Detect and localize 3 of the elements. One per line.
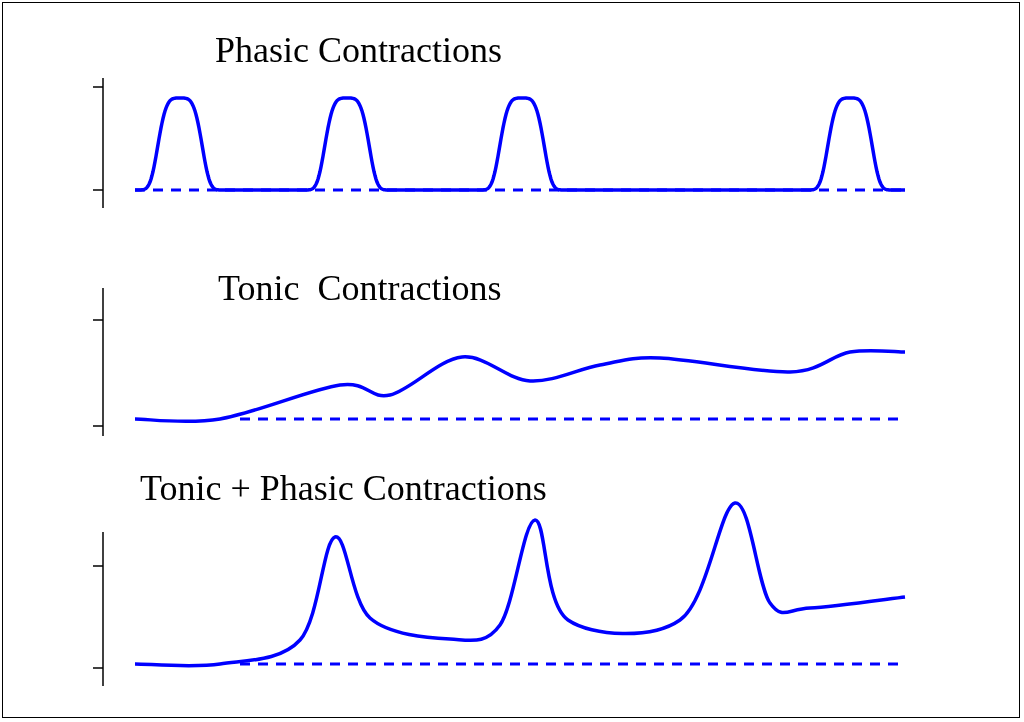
panel-title: Phasic Contractions bbox=[215, 29, 502, 72]
panel-title: Tonic Contractions bbox=[218, 267, 502, 310]
panel-title: Tonic + Phasic Contractions bbox=[140, 467, 547, 510]
